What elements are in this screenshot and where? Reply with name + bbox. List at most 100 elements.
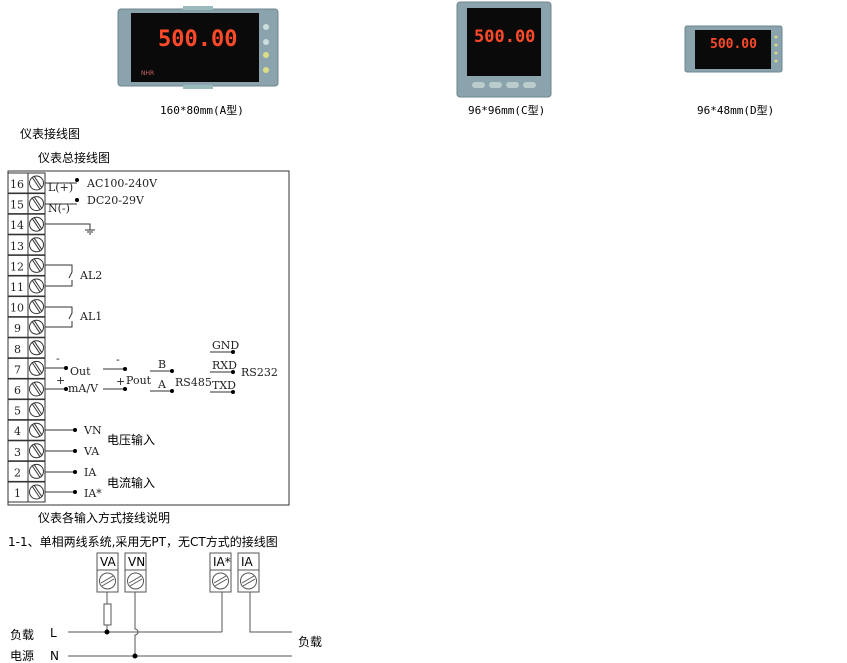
terminal-number: 12 (10, 260, 24, 273)
terminal-block: VA (96, 552, 119, 593)
rs232-wiring: GND RXD TXD RS232 (210, 339, 278, 394)
meter-d-image: 500.00 (684, 25, 783, 73)
terminal-10: 10 (7, 296, 46, 318)
svg-text:RXD: RXD (212, 359, 237, 372)
svg-text:RS232: RS232 (241, 366, 278, 379)
terminal-number: 15 (10, 199, 24, 212)
svg-text:GND: GND (212, 339, 239, 352)
svg-text:+: + (56, 374, 65, 387)
svg-text:L: L (50, 626, 57, 640)
screw-icon (240, 572, 257, 590)
rs485-wiring: B A RS485 (150, 358, 212, 393)
terminal-label: VA (100, 555, 116, 569)
svg-text:电源: 电源 (10, 649, 34, 663)
terminal-number: 13 (10, 240, 24, 253)
terminal-16: 16 (7, 172, 46, 194)
terminal-number: 4 (14, 425, 21, 438)
terminal-9: 9 (7, 316, 46, 338)
heading-general-wiring: 仪表总接线图 (38, 150, 110, 165)
screw-icon (212, 572, 229, 590)
terminal-number: 1 (14, 487, 21, 500)
heading-input-modes: 仪表各输入方式接线说明 (38, 510, 170, 525)
svg-text:AL1: AL1 (79, 310, 102, 323)
diagram-1-1: 负载 电源 L N 负载 VA VN IA* IA (10, 552, 322, 663)
meter-c-display: 500.00 (474, 27, 535, 47)
svg-text:VA: VA (83, 445, 100, 458)
svg-text:AC100-240V: AC100-240V (86, 177, 158, 190)
output-wiring: - + Out mA/V - + Pout (45, 352, 152, 395)
terminal-block: VN (124, 552, 147, 593)
svg-text:IA: IA (84, 466, 97, 479)
terminal-12: 12 (7, 254, 46, 276)
terminal-number: 6 (14, 384, 21, 397)
terminal-number: 2 (14, 466, 21, 479)
meter-a-caption: 160*80mm(A型) (160, 103, 244, 117)
alarm-wiring: AL2 AL1 (45, 264, 102, 328)
ground-icon (85, 229, 95, 235)
meter-a-display: 500.00 (158, 27, 237, 52)
terminal-number: 11 (10, 281, 24, 294)
terminal-label: VN (128, 555, 145, 569)
svg-text:-: - (56, 352, 60, 365)
terminal-7: 7 (7, 357, 46, 379)
terminal-8: 8 (7, 337, 46, 359)
terminal-11: 11 (7, 275, 46, 297)
svg-text:负载: 负载 (10, 628, 34, 642)
svg-text:Pout: Pout (126, 374, 152, 387)
meter-d-caption: 96*48mm(D型) (697, 103, 774, 117)
terminal-4: 4 (7, 419, 46, 441)
terminal-15: 15 (7, 193, 46, 215)
svg-text:电压输入: 电压输入 (107, 432, 155, 447)
terminal-5: 5 (7, 399, 46, 421)
svg-text:VN: VN (83, 424, 102, 437)
terminal-number: 14 (10, 219, 24, 232)
terminal-14: 14 (7, 213, 46, 235)
svg-text:电流输入: 电流输入 (107, 475, 155, 490)
terminal-number: 8 (14, 343, 21, 356)
svg-text:+: + (116, 375, 125, 388)
svg-text:N(-): N(-) (48, 202, 70, 215)
terminal-number: 16 (10, 178, 24, 191)
terminal-13: 13 (7, 234, 46, 256)
svg-text:NHR: NHR (141, 70, 154, 77)
meter-d-display: 500.00 (710, 37, 757, 52)
input-wiring: VN VA IA IA* 电压输入 电流输入 (45, 424, 155, 500)
svg-text:N: N (50, 649, 59, 663)
svg-text:L(+): L(+) (48, 181, 73, 194)
fuse-icon (103, 603, 112, 626)
terminal-1: 1 (7, 481, 46, 503)
terminal-number: 9 (14, 322, 21, 335)
svg-text:B: B (158, 358, 166, 371)
terminal-2: 2 (7, 460, 46, 482)
svg-text:-: - (116, 353, 120, 366)
terminal-3: 3 (7, 440, 46, 462)
heading-wiring: 仪表接线图 (20, 126, 80, 141)
terminal-number: 10 (10, 302, 24, 315)
svg-text:IA*: IA* (84, 487, 102, 500)
terminal-block: IA (237, 552, 260, 593)
terminal-label: IA (241, 555, 254, 569)
heading-case-1-1: 1-1、单相两线系统,采用无PT，无CT方式的接线图 (8, 534, 278, 549)
terminal-label: IA* (213, 555, 231, 569)
svg-text:负载: 负载 (298, 635, 322, 649)
meter-a-image: 500.00 NHR (117, 6, 279, 89)
terminal-number: 7 (14, 363, 21, 376)
terminal-number: 3 (14, 446, 21, 459)
meter-c-image: 500.00 (456, 1, 552, 98)
screw-icon (127, 572, 144, 590)
power-wiring: L(+) N(-) AC100-240V DC20-29V (45, 177, 158, 235)
wiring-diagram-frame (7, 170, 290, 506)
svg-text:mA/V: mA/V (68, 382, 99, 395)
terminal-6: 6 (7, 378, 46, 400)
screw-icon (99, 572, 116, 590)
svg-text:Out: Out (70, 365, 91, 378)
svg-text:DC20-29V: DC20-29V (87, 194, 145, 207)
terminal-number: 5 (14, 405, 21, 418)
svg-text:A: A (157, 378, 167, 391)
terminal-strip: 16 15 14 13 12 11 10 9 8 7 6 5 4 3 2 1 (7, 172, 46, 503)
svg-text:TXD: TXD (212, 379, 236, 392)
svg-text:AL2: AL2 (79, 269, 102, 282)
svg-text:RS485: RS485 (175, 376, 212, 389)
meter-c-caption: 96*96mm(C型) (468, 103, 545, 117)
